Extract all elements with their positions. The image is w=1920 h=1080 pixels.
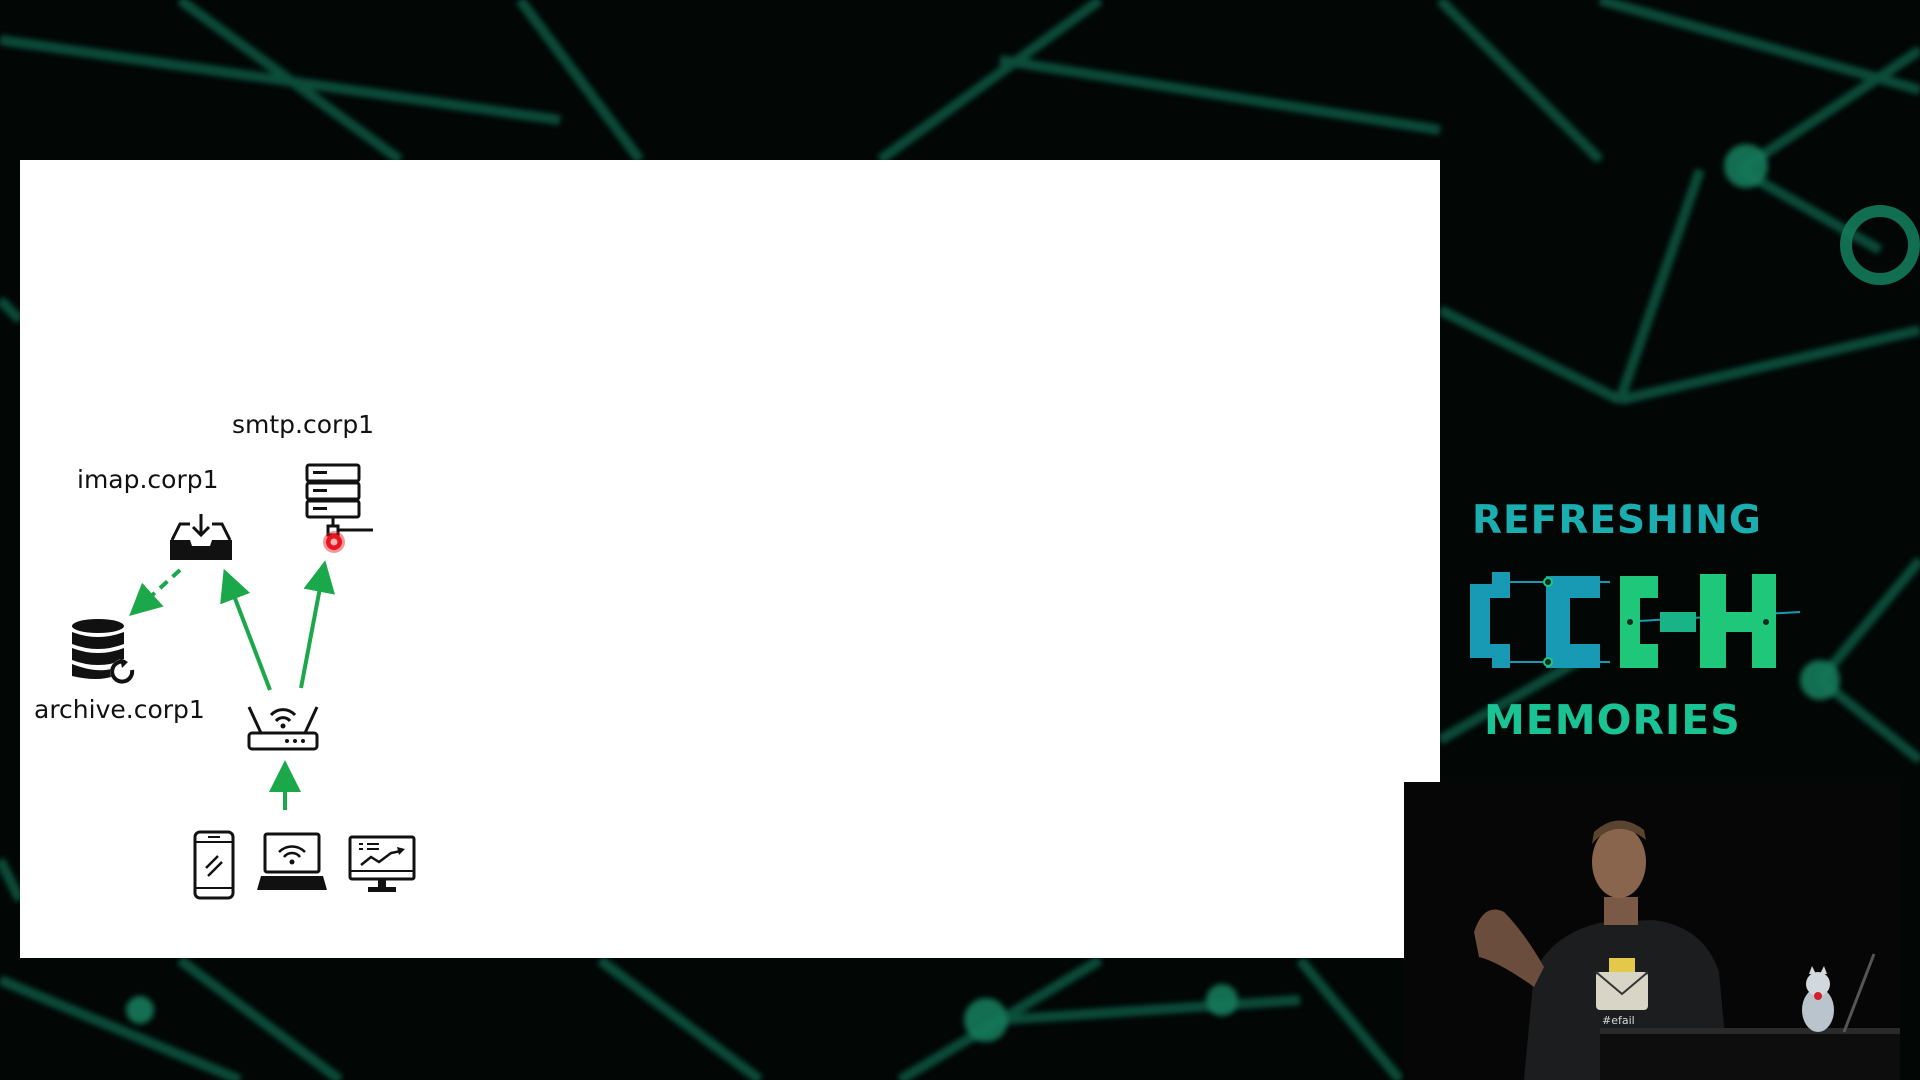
logo-circuit-letters: [1470, 572, 1801, 668]
arrow-imap-to-archive: [129, 568, 182, 617]
database-icon: [72, 619, 136, 685]
server-icon: [305, 463, 373, 537]
speaker-figure: [1404, 782, 1900, 1080]
arrow-router-to-imap: [220, 568, 272, 691]
network-arrows: [129, 560, 335, 810]
monitor-icon: [348, 835, 416, 892]
router-icon: [247, 706, 319, 751]
smartphone-icon: [193, 830, 235, 900]
logo-line-memories: MEMORIES: [1484, 696, 1741, 744]
inbox-icon: [170, 514, 232, 560]
smtp-label: smtp.corp1: [232, 410, 375, 439]
arrow-router-to-smtp: [299, 560, 335, 689]
logo-line-refreshing: REFRESHING: [1472, 498, 1762, 543]
conference-logo: REFRESHING MEMORIES: [1466, 490, 1806, 760]
presentation-slide: smtp.corp1 imap.corp1 archive.corp1: [20, 160, 1440, 958]
speaker-shirt-text: #efail: [1602, 1014, 1635, 1027]
speaker-video-inset: #efail: [1404, 782, 1900, 1080]
laptop-icon: [257, 832, 327, 890]
archive-label: archive.corp1: [34, 695, 205, 724]
red-marker-dot: [323, 531, 345, 553]
imap-label: imap.corp1: [77, 465, 219, 494]
